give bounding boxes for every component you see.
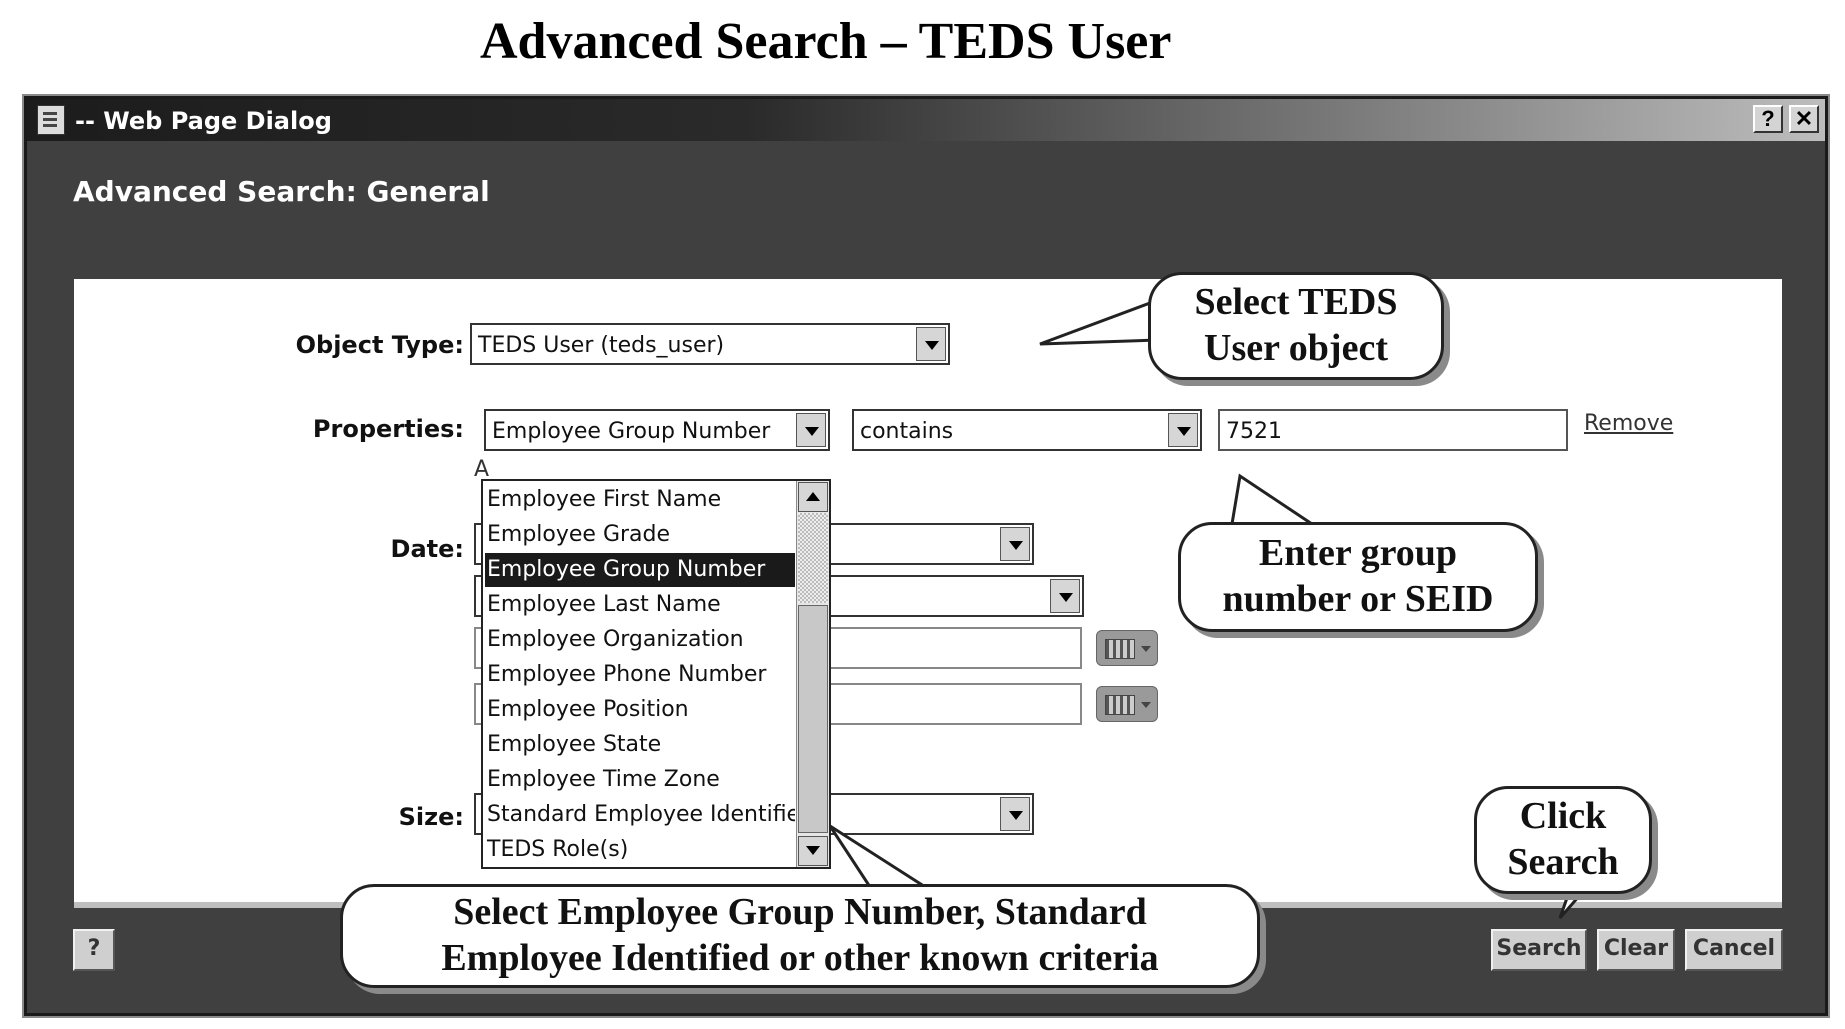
property-value: Employee Group Number	[492, 419, 771, 444]
dropdown-option[interactable]: Employee Phone Number	[487, 662, 767, 687]
titlebar-help-button[interactable]: ?	[1753, 105, 1783, 133]
operator-value: contains	[860, 419, 954, 444]
callout-search: Click Search	[1474, 786, 1652, 894]
add-criteria-link[interactable]: A	[474, 457, 490, 482]
page-title: Advanced Search – TEDS User	[480, 13, 1172, 70]
dropdown-option[interactable]: Standard Employee Identifie	[487, 802, 795, 827]
callout-group-number: Enter group number or SEID	[1178, 522, 1538, 632]
help-button[interactable]: ?	[73, 929, 115, 971]
operator-select[interactable]: contains	[852, 409, 1202, 451]
calendar-icon[interactable]	[1096, 630, 1158, 666]
chevron-down-icon[interactable]	[796, 413, 826, 447]
dropdown-option[interactable]: Employee Time Zone	[487, 767, 720, 792]
scrollbar-track[interactable]	[798, 513, 828, 603]
dropdown-option[interactable]: Employee Organization	[487, 627, 744, 652]
remove-link[interactable]: Remove	[1584, 411, 1674, 436]
chevron-down-icon[interactable]	[1000, 797, 1030, 831]
scrollbar-thumb[interactable]	[798, 605, 828, 833]
titlebar-close-button[interactable]: ✕	[1789, 105, 1819, 133]
object-type-select[interactable]: TEDS User (teds_user)	[470, 323, 950, 365]
dialog-title: -- Web Page Dialog	[75, 107, 332, 135]
scroll-up-icon[interactable]	[798, 482, 828, 512]
clear-button[interactable]: Clear	[1597, 929, 1675, 971]
dropdown-option[interactable]: Employee State	[487, 732, 662, 757]
chevron-down-icon[interactable]	[1000, 527, 1030, 561]
dialog-titlebar: -- Web Page Dialog ? ✕	[27, 99, 1825, 141]
dropdown-option[interactable]: Employee Group Number	[484, 552, 796, 588]
callout-object-type: Select TEDS User object	[1148, 272, 1444, 380]
cancel-button[interactable]: Cancel	[1685, 929, 1783, 971]
chevron-down-icon[interactable]	[1050, 579, 1080, 613]
dialog-app-icon	[37, 105, 65, 135]
object-type-value: TEDS User (teds_user)	[478, 333, 725, 358]
dropdown-option[interactable]: Employee Position	[487, 697, 689, 722]
object-type-label: Object Type:	[295, 331, 464, 359]
dropdown-option[interactable]: Employee Last Name	[487, 592, 721, 617]
dropdown-option[interactable]: Employee First Name	[487, 487, 722, 512]
property-select[interactable]: Employee Group Number	[484, 409, 830, 451]
dropdown-option[interactable]: TEDS Role(s)	[487, 837, 629, 862]
date-label: Date:	[390, 535, 464, 563]
callout-criteria: Select Employee Group Number, Standard E…	[340, 884, 1260, 988]
size-label: Size:	[398, 803, 464, 831]
dialog-heading: Advanced Search: General	[73, 175, 490, 208]
scroll-down-icon[interactable]	[798, 836, 828, 866]
search-button[interactable]: Search	[1491, 929, 1587, 971]
property-value-input[interactable]: 7521	[1218, 409, 1568, 451]
dropdown-scrollbar[interactable]	[796, 481, 829, 867]
chevron-down-icon[interactable]	[916, 327, 946, 361]
dropdown-option[interactable]: Employee Grade	[487, 522, 671, 547]
chevron-down-icon[interactable]	[1168, 413, 1198, 447]
properties-label: Properties:	[312, 415, 464, 443]
calendar-icon[interactable]	[1096, 686, 1158, 722]
